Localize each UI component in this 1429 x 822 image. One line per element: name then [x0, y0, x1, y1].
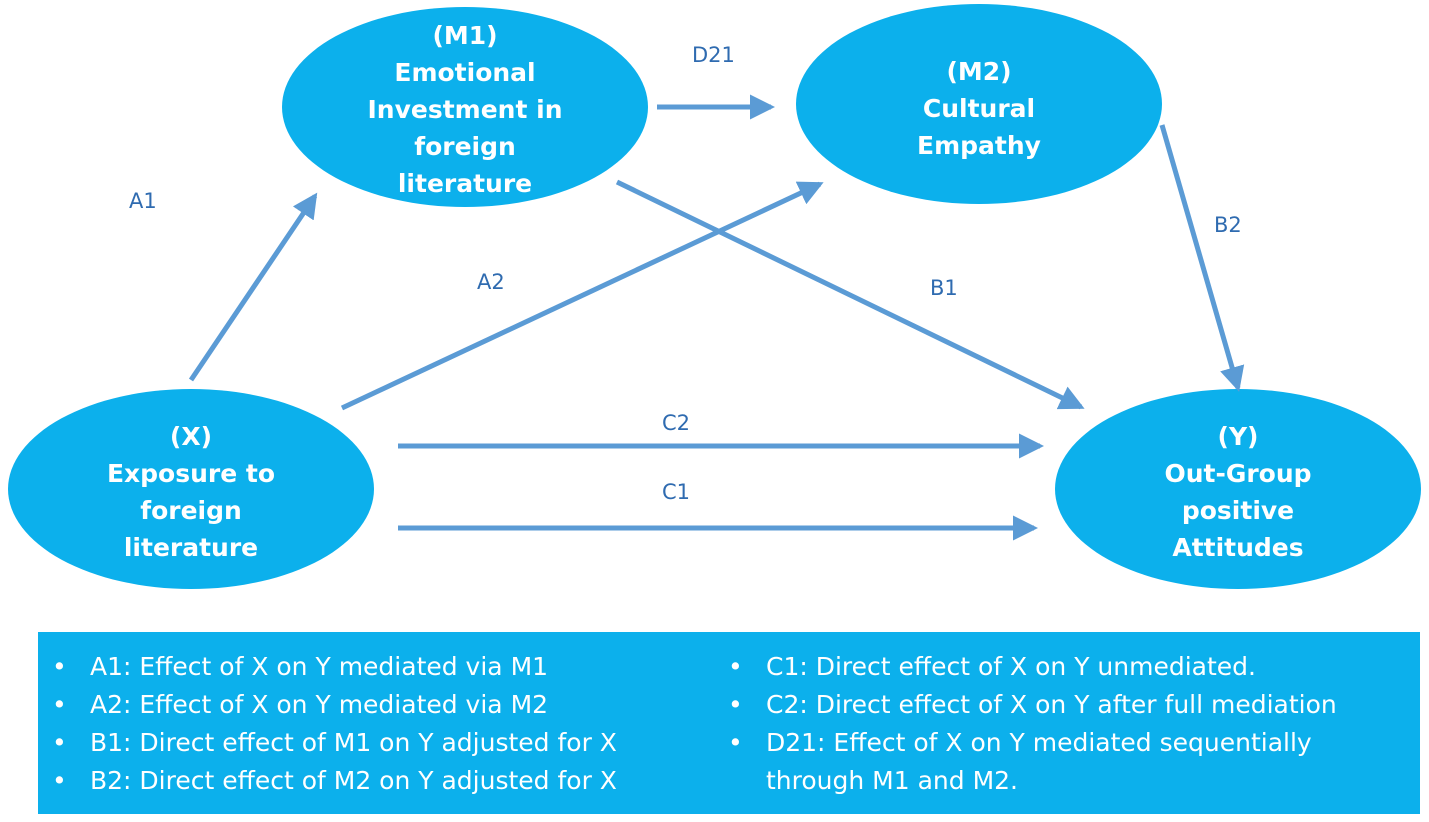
legend-box: A1: Effect of X on Y mediated via M1 A2:…	[38, 632, 1420, 814]
node-x-line3: literature	[123, 533, 259, 562]
node-y-line1: Out-Group	[1164, 459, 1312, 488]
node-y-code: (Y)	[1217, 422, 1259, 451]
edge-label-a2: A2	[477, 270, 505, 294]
legend-item-c2: C2: Direct effect of X on Y after full m…	[714, 686, 1337, 724]
node-m2-code: (M2)	[946, 57, 1012, 86]
node-y-line2: positive	[1181, 496, 1295, 525]
node-m1-code: (M1)	[432, 21, 498, 50]
node-m2-ellipse	[796, 4, 1162, 204]
arrow-a1	[188, 192, 318, 382]
node-x-line2: foreign	[140, 496, 242, 525]
node-y-ellipse	[1055, 389, 1421, 589]
node-m2-line2: Empathy	[917, 131, 1041, 160]
node-m1-label: (M1) Emotional Investment in foreign lit…	[345, 17, 585, 202]
legend-item-b1: B1: Direct effect of M1 on Y adjusted fo…	[38, 724, 617, 762]
arrow-b2	[1159, 124, 1245, 392]
node-y-line3: Attitudes	[1172, 533, 1304, 562]
legend-item-a1: A1: Effect of X on Y mediated via M1	[38, 648, 617, 686]
node-m1-line1: Emotional	[394, 58, 536, 87]
node-m1-line3: foreign	[414, 132, 516, 161]
edge-label-c2: C2	[662, 411, 691, 435]
edge-label-b2: B2	[1214, 213, 1242, 237]
legend-item-a2: A2: Effect of X on Y mediated via M2	[38, 686, 617, 724]
legend-item-d21-continued-text: through M1 and M2.	[766, 766, 1019, 795]
legend-item-d21: D21: Effect of X on Y mediated sequentia…	[714, 724, 1337, 762]
arrow-a2	[340, 181, 824, 411]
node-m2-line1: Cultural	[922, 94, 1036, 123]
legend-item-b2: B2: Direct effect of M2 on Y adjusted fo…	[38, 762, 617, 800]
arrow-b1	[615, 179, 1085, 410]
node-x-ellipse	[8, 389, 374, 589]
node-x-line1: Exposure to	[106, 459, 276, 488]
node-m1-line4: literature	[397, 169, 533, 198]
node-m1-ellipse	[282, 7, 648, 207]
node-y-label: (Y) Out-Group positive Attitudes	[1118, 418, 1358, 566]
edge-label-b1: B1	[930, 276, 958, 300]
node-m1-line2: Investment in	[367, 95, 563, 124]
legend-left-list: A1: Effect of X on Y mediated via M1 A2:…	[38, 648, 617, 800]
legend-item-d21-continued: through M1 and M2.	[714, 762, 1337, 800]
legend-right-list: C1: Direct effect of X on Y unmediated. …	[714, 648, 1337, 800]
legend-item-c1: C1: Direct effect of X on Y unmediated.	[714, 648, 1337, 686]
edge-label-a1: A1	[129, 189, 157, 213]
node-x-code: (X)	[169, 422, 213, 451]
node-x-label: (X) Exposure to foreign literature	[71, 418, 311, 566]
edge-label-c1: C1	[662, 480, 691, 504]
edge-label-d21: D21	[692, 43, 735, 67]
node-m2-label: (M2) Cultural Empathy	[859, 53, 1099, 164]
